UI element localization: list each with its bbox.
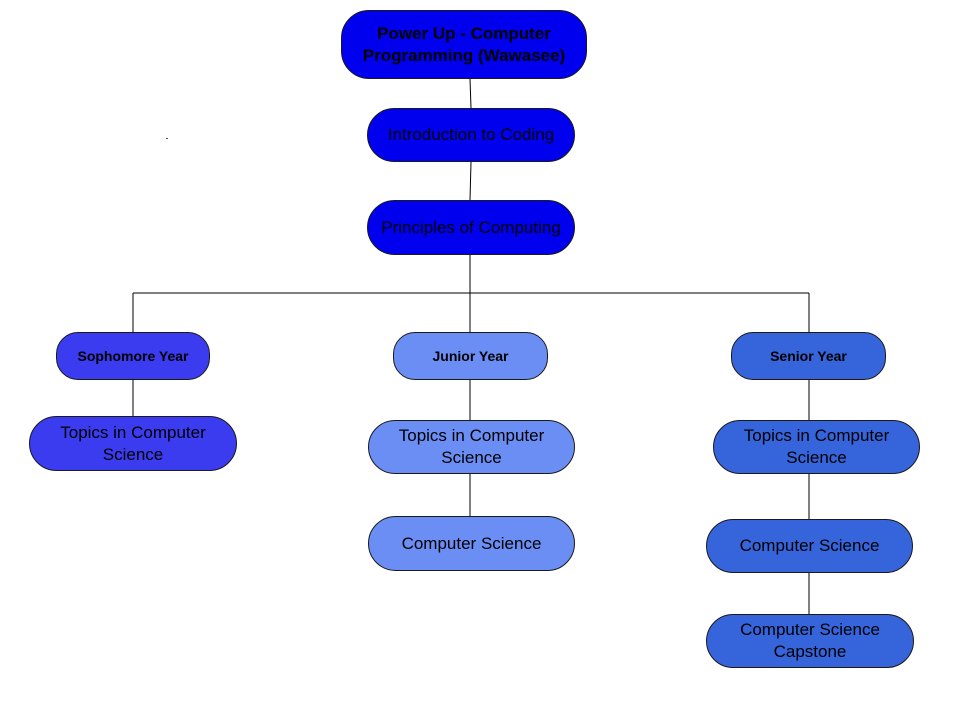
sophomore-topics-label: Topics in Computer Science <box>60 422 206 464</box>
junior-year-label: Junior Year <box>432 348 509 364</box>
sophomore-topics-node: Topics in Computer Science <box>29 416 237 471</box>
sophomore-year-label: Sophomore Year <box>77 348 189 364</box>
senior-topics-label: Topics in Computer Science <box>743 426 890 467</box>
senior-topics-node: Topics in Computer Science <box>713 420 920 474</box>
senior-year-node: Senior Year <box>731 332 886 380</box>
senior-year-label: Senior Year <box>770 348 847 364</box>
connector-intro-to-principles <box>469 161 472 201</box>
root-node-label: Power Up - Computer Programming (Wawasee… <box>362 23 566 65</box>
senior-capstone-node: Computer Science Capstone <box>706 614 914 668</box>
principles-of-computing-node: Principles of Computing <box>367 200 575 255</box>
senior-computer-science-node: Computer Science <box>706 519 913 573</box>
junior-topics-node: Topics in Computer Science <box>368 420 575 474</box>
junior-computer-science-label: Computer Science <box>401 533 542 553</box>
root-node: Power Up - Computer Programming (Wawasee… <box>341 10 587 79</box>
principles-of-computing-label: Principles of Computing <box>381 217 561 237</box>
junior-topics-label: Topics in Computer Science <box>398 426 545 467</box>
stray-dot <box>166 138 168 139</box>
senior-computer-science-label: Computer Science <box>739 536 880 555</box>
senior-capstone-label: Computer Science Capstone <box>740 620 880 661</box>
intro-to-coding-node: Introduction to Coding <box>367 108 575 162</box>
junior-year-node: Junior Year <box>393 332 548 380</box>
junior-computer-science-node: Computer Science <box>368 516 575 571</box>
sophomore-year-node: Sophomore Year <box>56 332 210 380</box>
intro-to-coding-label: Introduction to Coding <box>387 125 555 144</box>
connector-root-to-intro <box>469 78 472 109</box>
